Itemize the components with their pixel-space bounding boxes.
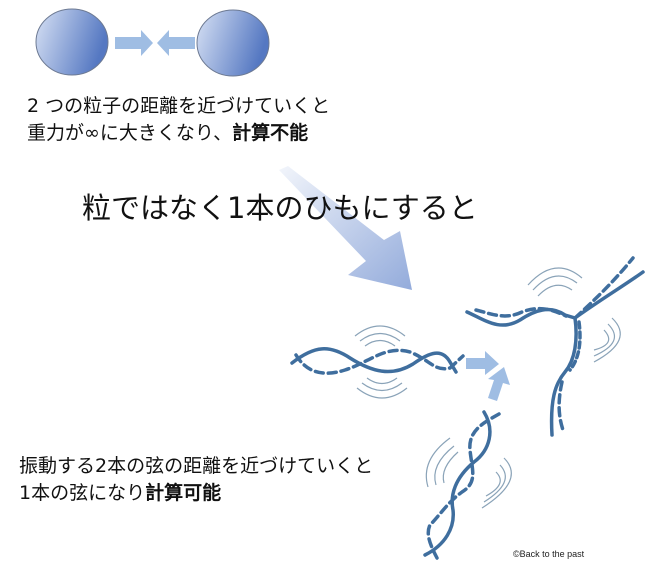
two-strings-bottom bbox=[423, 410, 501, 560]
vibration-lines-icon bbox=[527, 267, 621, 363]
line2-regular-text: 1本の弦になり bbox=[19, 482, 146, 504]
string-caption: 粒ではなく1本のひもにすると bbox=[82, 191, 478, 225]
particle-right bbox=[196, 9, 270, 77]
particle-description-line2: 重力が∞に大きくなり、計算不能 bbox=[27, 120, 330, 147]
line2-regular-text: 重力が∞に大きくなり、 bbox=[27, 122, 233, 144]
string-description: 振動する2本の弦の距離を近づけていくと 1本の弦になり計算可能 bbox=[19, 453, 373, 507]
particle-description-line1: 2 つの粒子の距離を近づけていくと bbox=[27, 95, 331, 117]
string-description-line2: 1本の弦になり計算可能 bbox=[19, 480, 373, 507]
two-strings-left bbox=[290, 347, 465, 375]
merged-string bbox=[465, 256, 645, 437]
particle-left bbox=[35, 8, 109, 76]
converging-arrows-icon bbox=[115, 30, 195, 56]
vibration-lines-icon bbox=[425, 437, 512, 509]
computable-label: 計算可能 bbox=[145, 482, 222, 504]
vibration-lines-icon bbox=[354, 325, 408, 399]
string-description-line1: 振動する2本の弦の距離を近づけていくと bbox=[19, 455, 374, 477]
credit-text: ©Back to the past bbox=[513, 549, 585, 559]
merge-arrows-icon bbox=[466, 351, 510, 401]
particle-description: 2 つの粒子の距離を近づけていくと 重力が∞に大きくなり、計算不能 bbox=[27, 93, 330, 147]
uncomputable-label: 計算不能 bbox=[232, 122, 309, 144]
big-arrow-icon bbox=[279, 166, 412, 290]
